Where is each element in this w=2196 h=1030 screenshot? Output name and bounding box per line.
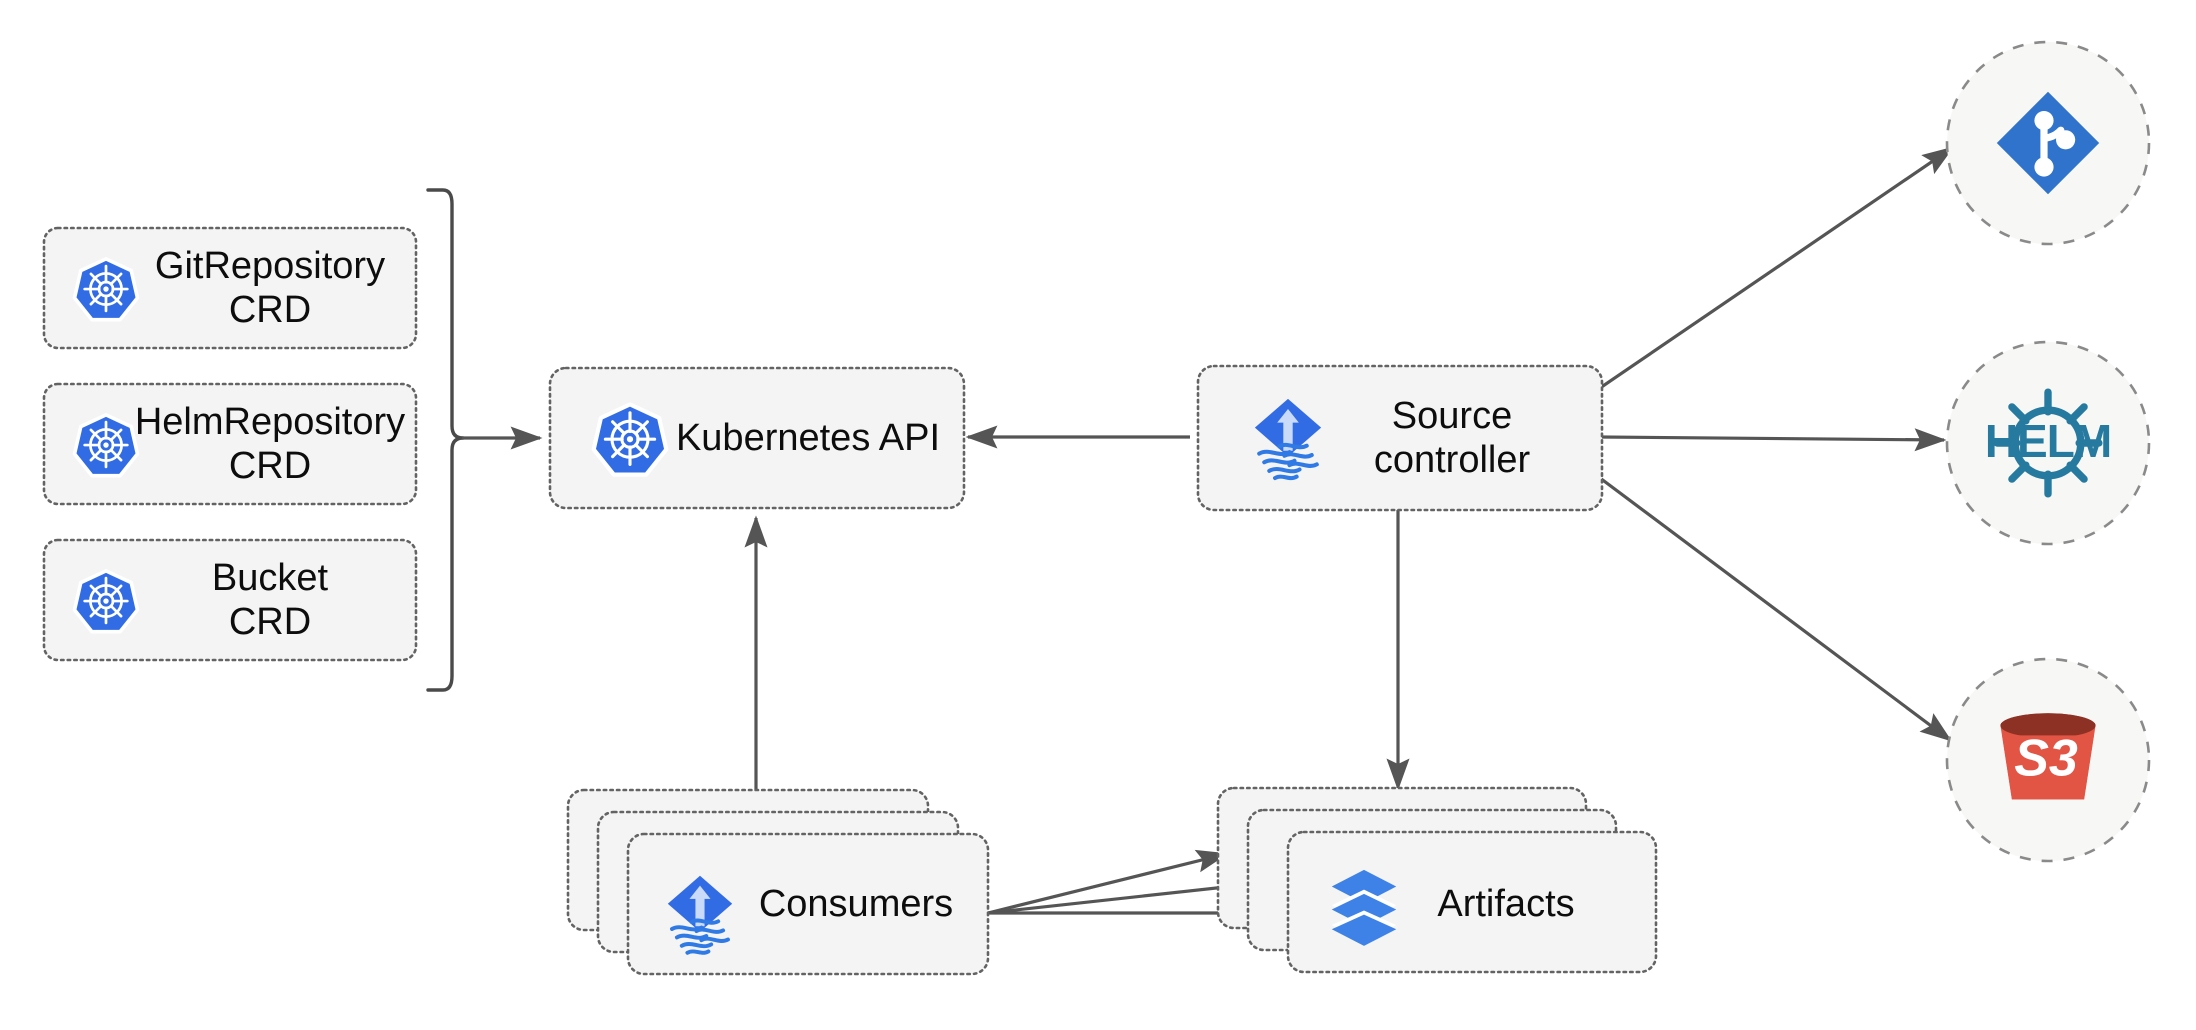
- crd-bucket-line2: CRD: [229, 601, 311, 643]
- artifacts-label: Artifacts: [1437, 883, 1574, 925]
- crd-box-bucket[interactable]: Bucket CRD: [42, 538, 418, 662]
- target-git[interactable]: [1945, 40, 2151, 246]
- crd-helmrepository-line1: HelmRepository: [135, 401, 405, 443]
- node-kubernetes-api[interactable]: Kubernetes API: [548, 366, 966, 510]
- source-controller-line2: controller: [1374, 439, 1531, 481]
- crd-group: GitRepository CRD HelmRepository CRD Buc…: [42, 226, 418, 662]
- consumers-label: Consumers: [759, 883, 953, 925]
- s3-label: S3: [2014, 730, 2078, 788]
- crd-bracket: [426, 188, 465, 692]
- crd-gitrepository-line1: GitRepository: [155, 245, 385, 287]
- kubernetes-api-label: Kubernetes API: [676, 417, 940, 459]
- node-source-controller[interactable]: Source controller: [1196, 364, 1604, 512]
- crd-helmrepository-line2: CRD: [229, 445, 311, 487]
- edge-source-to-git: [1599, 146, 1955, 390]
- edge-consumers-to-artifacts-1: [987, 849, 1229, 915]
- edge-source-to-helm: [1599, 428, 1947, 452]
- edge-source-to-s3: [1599, 476, 1953, 742]
- edge-layer: [426, 146, 1955, 925]
- node-artifacts[interactable]: Artifacts: [1216, 786, 1658, 974]
- node-consumers[interactable]: Consumers: [566, 788, 990, 976]
- crd-bucket-line1: Bucket: [212, 557, 329, 599]
- crd-gitrepository-line2: CRD: [229, 289, 311, 331]
- crd-box-gitrepository[interactable]: GitRepository CRD: [42, 226, 418, 350]
- crd-box-helmrepository[interactable]: HelmRepository CRD: [42, 382, 418, 506]
- target-s3[interactable]: S3: [1945, 657, 2151, 863]
- helm-label: HELM: [1985, 415, 2111, 467]
- source-controller-line1: Source: [1392, 395, 1512, 437]
- edge-consumers-to-artifacts-2: [987, 875, 1256, 915]
- target-helm[interactable]: HELM: [1945, 340, 2151, 546]
